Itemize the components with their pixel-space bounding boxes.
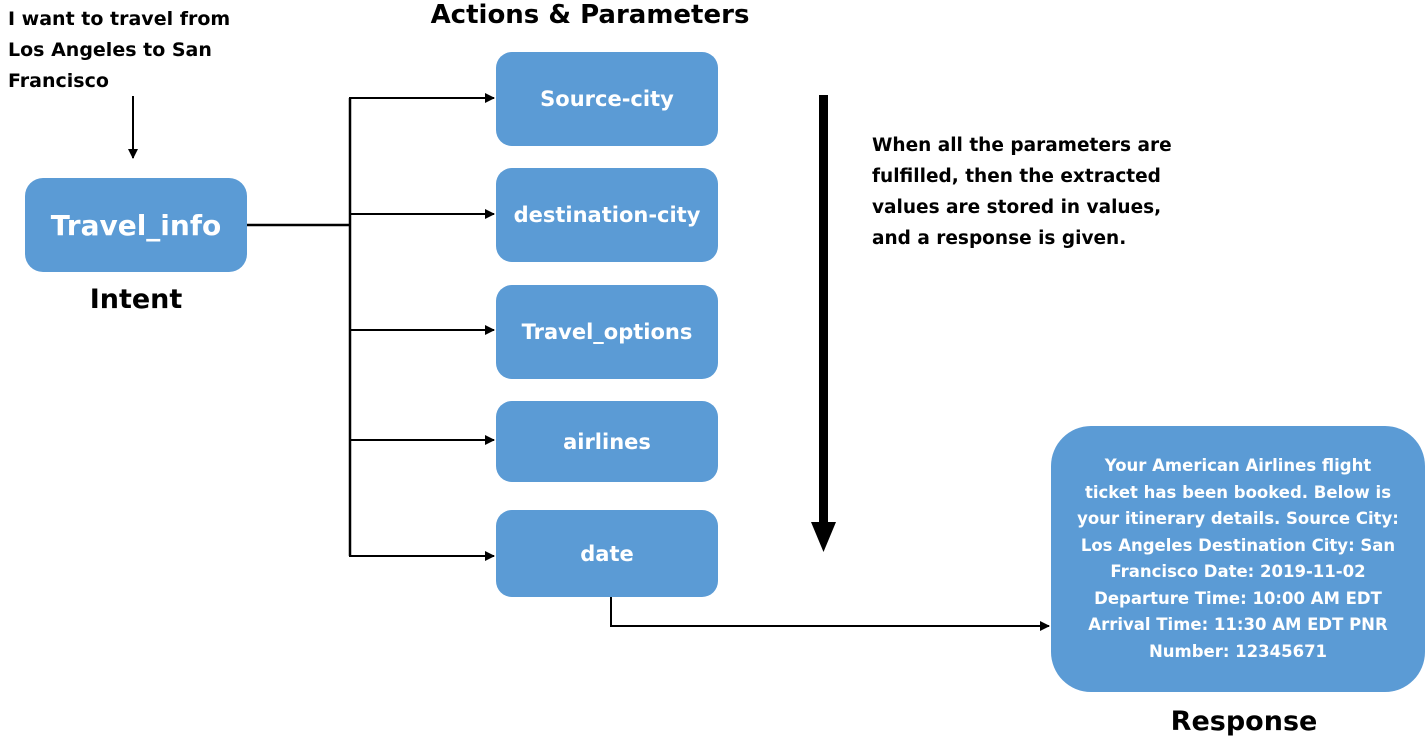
- parameter-box-date: date: [496, 510, 718, 597]
- flow-arrow-head: [811, 522, 836, 552]
- flow-arrow-shaft: [819, 95, 828, 527]
- parameter-box-destination-city: destination-city: [496, 168, 718, 262]
- fulfillment-note: When all the parameters are fulfilled, t…: [872, 135, 1172, 249]
- user-utterance: I want to travel from Los Angeles to San…: [8, 8, 231, 92]
- parameter-box-source-city: Source-city: [496, 52, 718, 146]
- response-label: Response: [1170, 706, 1318, 737]
- parameter-label: airlines: [563, 429, 651, 454]
- parameter-box-airlines: airlines: [496, 401, 718, 482]
- parameter-label: Source-city: [540, 87, 674, 111]
- parameter-label: date: [580, 541, 634, 566]
- date-to-response-arrow: [610, 597, 1050, 631]
- intent-name: Travel_info: [50, 208, 222, 242]
- parameters-title: Actions & Parameters: [430, 0, 750, 30]
- parameter-box-travel-options: Travel_options: [496, 285, 718, 379]
- intent-label: Intent: [89, 284, 183, 315]
- response-text: Your American Airlines flight ticket has…: [1077, 456, 1399, 661]
- parameter-label: Travel_options: [521, 320, 693, 344]
- response-box: Your American Airlines flight ticket has…: [1051, 426, 1425, 692]
- parameter-label: destination-city: [513, 203, 701, 227]
- intent-box: Travel_info: [25, 178, 247, 272]
